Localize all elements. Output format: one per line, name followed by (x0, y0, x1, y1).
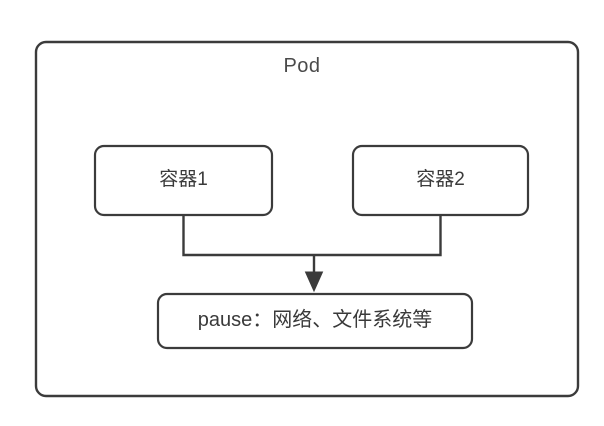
pause-box (156, 292, 474, 350)
pause-box-label: pause：网络、文件系统等 (197, 309, 433, 331)
connector-container-1-line (182, 215, 314, 257)
container-1-label: 容器1 (159, 169, 208, 190)
arrow-head-icon (304, 271, 324, 293)
connector-container-2-line (314, 215, 442, 257)
container-2-label: 容器2 (416, 169, 465, 190)
pod-title-label: Pod (283, 55, 321, 77)
